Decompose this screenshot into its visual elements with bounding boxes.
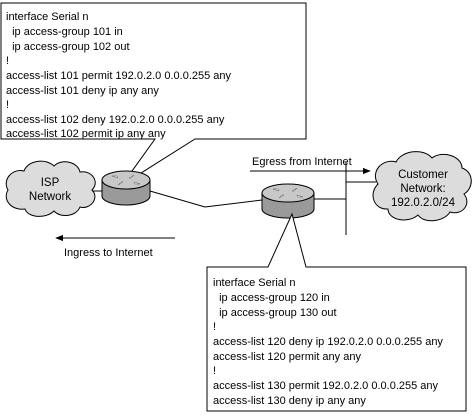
config-top-line-8: access-list 102 deny 192.0.2.0 0.0.0.255… — [6, 114, 225, 126]
ingress-flow: Ingress to Internet — [55, 234, 175, 259]
config-bottom-line-4: ! — [213, 321, 216, 333]
config-bottom-line-9: access-list 130 deny ip any any — [213, 395, 366, 407]
egress-label: Egress from Internet — [252, 156, 352, 168]
customer-cloud-label-1: Customer — [398, 169, 448, 181]
isp-router-icon — [101, 170, 151, 206]
config-top-line-7: ! — [6, 99, 9, 111]
config-top-line-5: access-list 101 permit 192.0.2.0 0.0.0.2… — [6, 70, 232, 82]
customer-router-icon — [261, 183, 315, 219]
customer-cloud-label-2: Network: — [400, 183, 445, 195]
customer-cloud-shape — [372, 151, 472, 222]
config-bottom-line-1: interface Serial n — [213, 277, 296, 289]
isp-cloud-shape — [5, 160, 96, 217]
isp-cloud-label-1: ISP — [41, 177, 60, 189]
config-bottom-line-3: ip access-group 130 out — [213, 307, 337, 319]
config-bottom-line-2: ip access-group 120 in — [213, 292, 330, 304]
config-top-line-4: ! — [6, 55, 9, 67]
config-bottom-line-8: access-list 130 permit 192.0.2.0 0.0.0.2… — [213, 380, 439, 392]
config-bottom-line-7: ! — [213, 365, 216, 377]
customer-network-cloud: Customer Network: 192.0.2.0/24 — [372, 151, 472, 222]
config-callout-bottom: interface Serial n ip access-group 120 i… — [206, 212, 467, 412]
network-links — [92, 162, 376, 235]
config-bottom-line-6: access-list 120 permit any any — [213, 351, 361, 363]
config-top-line-9: access-list 102 permit ip any any — [6, 128, 166, 140]
config-callout-top: interface Serial n ip access-group 101 i… — [0, 2, 307, 186]
config-top-line-2: ip access-group 101 in — [6, 26, 123, 38]
config-top-line-3: ip access-group 102 out — [6, 41, 130, 53]
customer-cloud-label-3: 192.0.2.0/24 — [391, 197, 456, 209]
config-bottom-line-5: access-list 120 deny ip 192.0.2.0 0.0.0.… — [213, 336, 443, 348]
isp-cloud-label-2: Network — [29, 191, 71, 203]
ingress-label: Ingress to Internet — [64, 247, 153, 259]
config-top-line-6: access-list 101 deny ip any any — [6, 85, 159, 97]
egress-flow: Egress from Internet — [250, 156, 371, 175]
isp-network-cloud: ISP Network — [5, 160, 96, 217]
config-top-line-1: interface Serial n — [6, 11, 89, 23]
isp-to-customer-serial-link — [149, 190, 263, 208]
